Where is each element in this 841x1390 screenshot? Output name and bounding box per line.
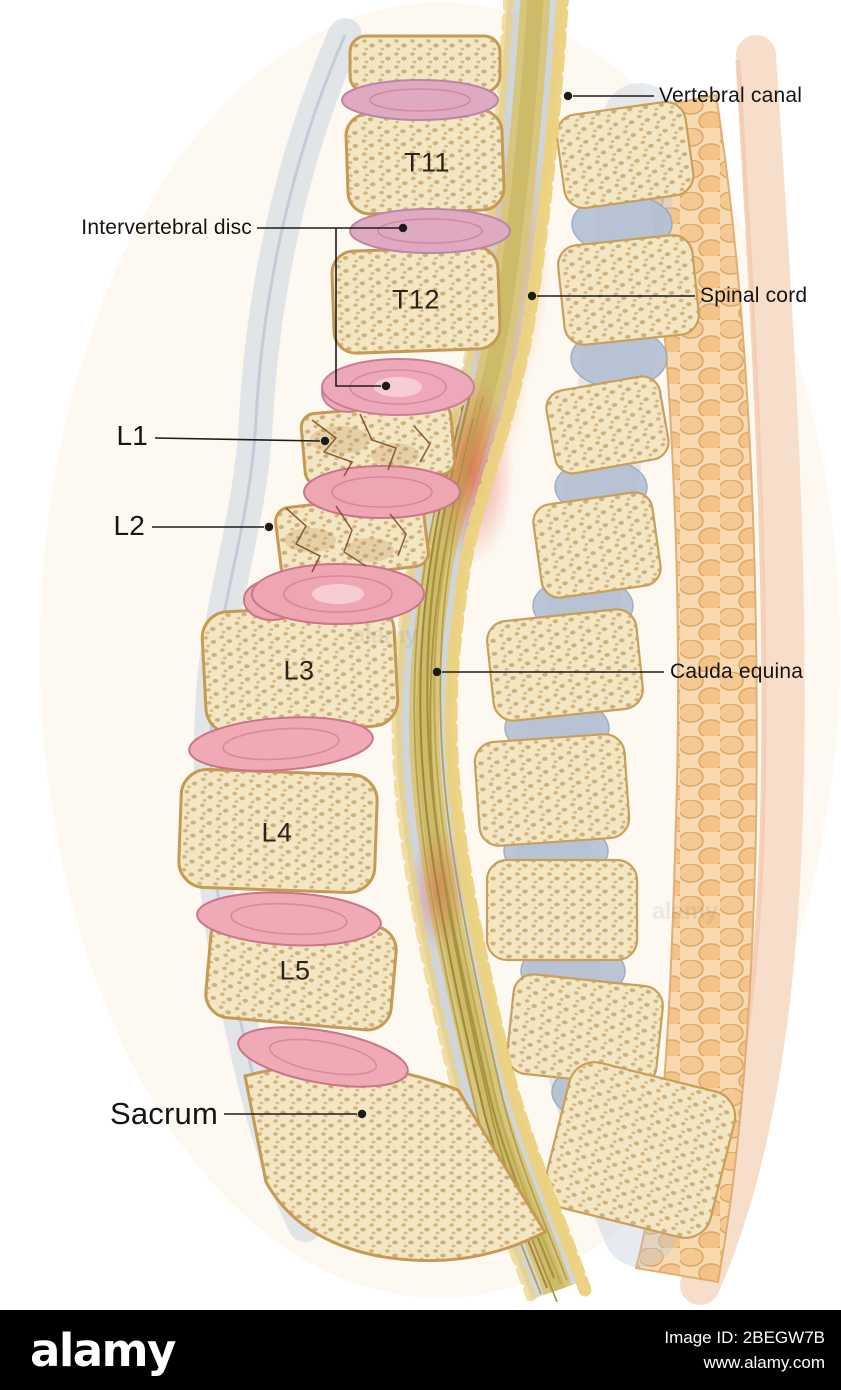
label-l1: L1 xyxy=(116,420,148,451)
label-t11: T11 xyxy=(403,147,451,178)
label-cauda-equina: Cauda equina xyxy=(670,660,804,683)
disc-l3-l4 xyxy=(188,716,374,772)
label-spinal-cord: Spinal cord xyxy=(700,284,808,307)
subcutaneous-fat xyxy=(634,93,758,1284)
alamy-url: www.alamy.com xyxy=(703,1353,825,1372)
label-vertebral-canal: Vertebral canal xyxy=(659,84,803,107)
disc-l1-l2 xyxy=(303,465,461,519)
vertebra-l4 xyxy=(177,768,379,894)
label-t12: T12 xyxy=(391,284,441,315)
label-l4: L4 xyxy=(261,817,293,848)
footer-bar: alamy Image ID: 2BEGW7B www.alamy.com xyxy=(0,1310,841,1390)
disc-t11-t12 xyxy=(349,208,511,254)
label-l5: L5 xyxy=(279,955,311,986)
label-l2: L2 xyxy=(113,510,145,541)
fracture-cracks xyxy=(284,413,431,573)
watermark: alamy xyxy=(652,898,718,925)
disc-t10-t11 xyxy=(341,79,499,121)
disc-l2-l3 xyxy=(243,563,425,625)
disc-l5-s1 xyxy=(237,1026,409,1088)
alamy-logo: alamy xyxy=(30,1324,176,1377)
label-intervertebral-disc: Intervertebral disc xyxy=(81,216,252,239)
spine-illustration xyxy=(40,0,840,1310)
disc-l4-l5 xyxy=(196,891,382,947)
image-id: Image ID: 2BEGW7B xyxy=(664,1328,825,1347)
image-meta: Image ID: 2BEGW7B www.alamy.com xyxy=(664,1325,825,1375)
label-l3: L3 xyxy=(283,655,315,686)
intervertebral-discs xyxy=(188,79,511,1088)
watermark: alamy xyxy=(352,622,418,649)
disc-t12-l1 xyxy=(321,358,475,416)
label-sacrum: Sacrum xyxy=(109,1096,218,1131)
posterior-elements xyxy=(473,100,737,1239)
